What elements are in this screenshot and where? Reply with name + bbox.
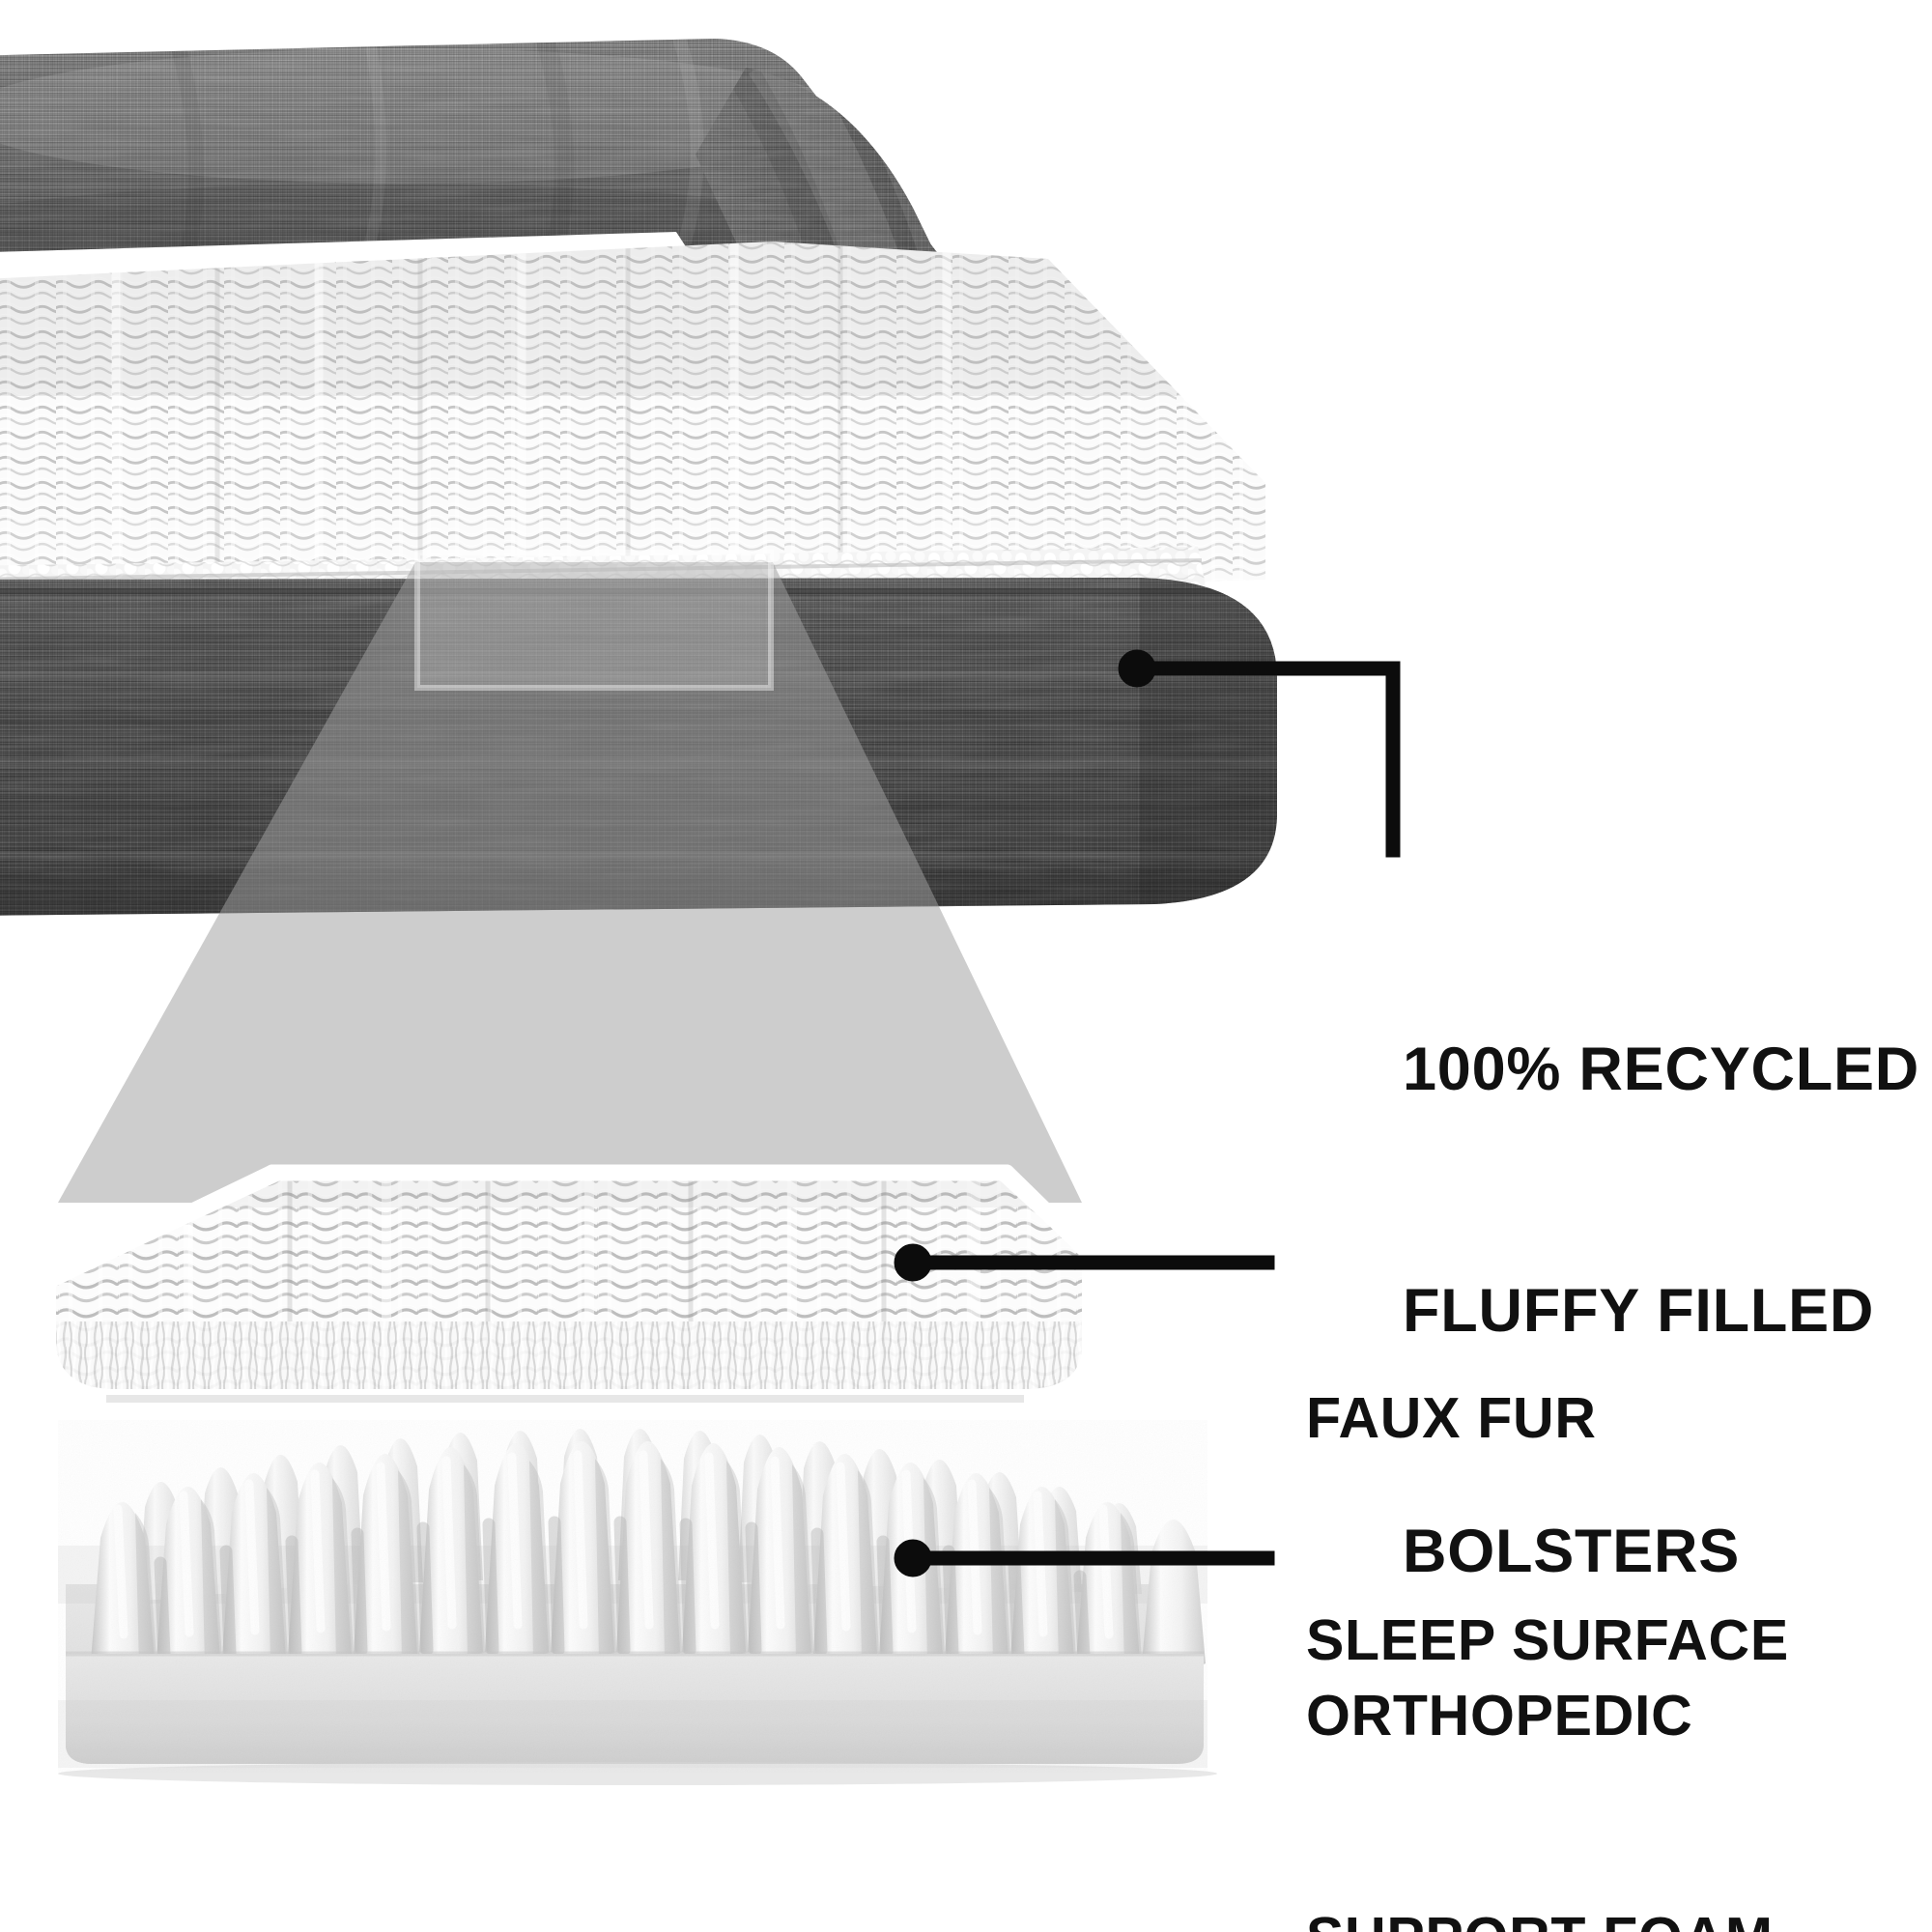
leader-path-bolsters bbox=[1129, 661, 1401, 858]
leader-faux-fur bbox=[894, 1243, 1275, 1282]
orthopedic-support-foam bbox=[58, 1420, 1217, 1785]
callout-label-foam-line-2: SUPPORT FOAM bbox=[1306, 1901, 1774, 1932]
callout-label-faux-fur: FAUX FUR SLEEP SURFACE bbox=[1306, 1234, 1789, 1827]
leader-bolsters bbox=[1118, 649, 1401, 858]
leader-foam bbox=[894, 1539, 1275, 1577]
callout-label-foam-line-1: ORTHOPEDIC bbox=[1306, 1684, 1693, 1748]
magnification-cone bbox=[58, 550, 1082, 1203]
callout-label-bolsters: 100% RECYCLED FLUFFY FILLED BOLSTERS bbox=[1403, 869, 1919, 1753]
callout-leader-lines bbox=[894, 649, 1401, 1577]
callout-label-orthopedic-foam: ORTHOPEDIC SUPPORT FOAM bbox=[1306, 1531, 1774, 1932]
callout-label-faux-fur-line-2: SLEEP SURFACE bbox=[1306, 1608, 1789, 1673]
faux-fur-slab bbox=[36, 1164, 1098, 1403]
callout-label-faux-fur-line-1: FAUX FUR bbox=[1306, 1386, 1597, 1451]
callout-label-bolsters-line-2: FLUFFY FILLED bbox=[1403, 1276, 1875, 1345]
callout-label-bolsters-line-3: BOLSTERS bbox=[1403, 1518, 1741, 1586]
bolster-base-block bbox=[869, 578, 1277, 740]
magnified-region-rect bbox=[414, 550, 774, 691]
callout-label-bolsters-line-1: 100% RECYCLED bbox=[1403, 1036, 1919, 1104]
